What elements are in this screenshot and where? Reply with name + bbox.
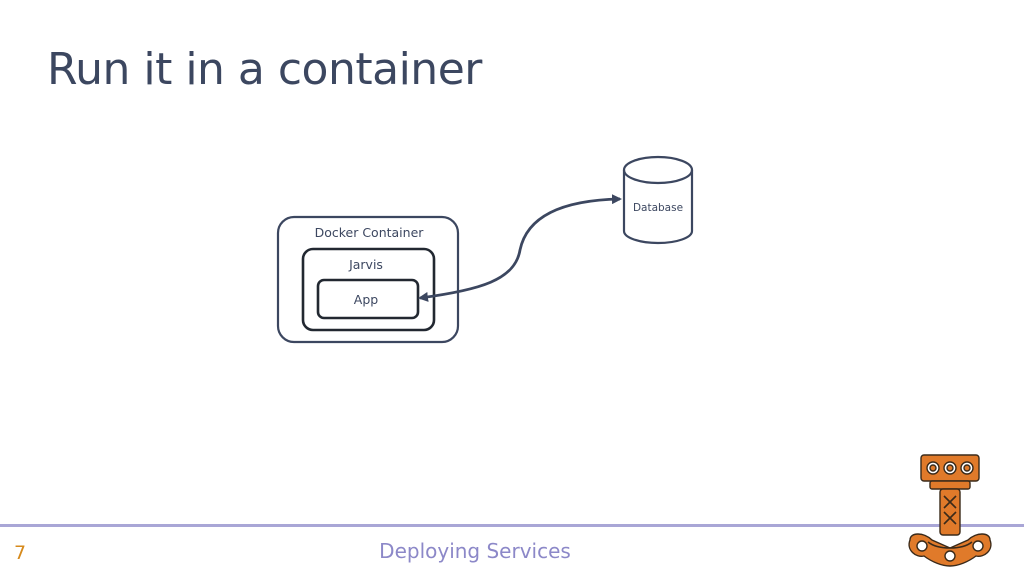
footer-divider (0, 524, 1024, 527)
page-number: 7 (14, 542, 27, 564)
jarvis-label: Jarvis (348, 257, 383, 272)
docker-container-label: Docker Container (315, 225, 425, 240)
slide-title: Run it in a container (47, 44, 482, 95)
app-node: App (316, 278, 420, 320)
footer-title: Deploying Services (379, 539, 571, 563)
hammer-icon (908, 454, 992, 567)
app-label: App (354, 292, 378, 307)
database-node: Database (622, 155, 694, 245)
database-label: Database (633, 202, 683, 214)
database-app-connector (418, 194, 622, 302)
